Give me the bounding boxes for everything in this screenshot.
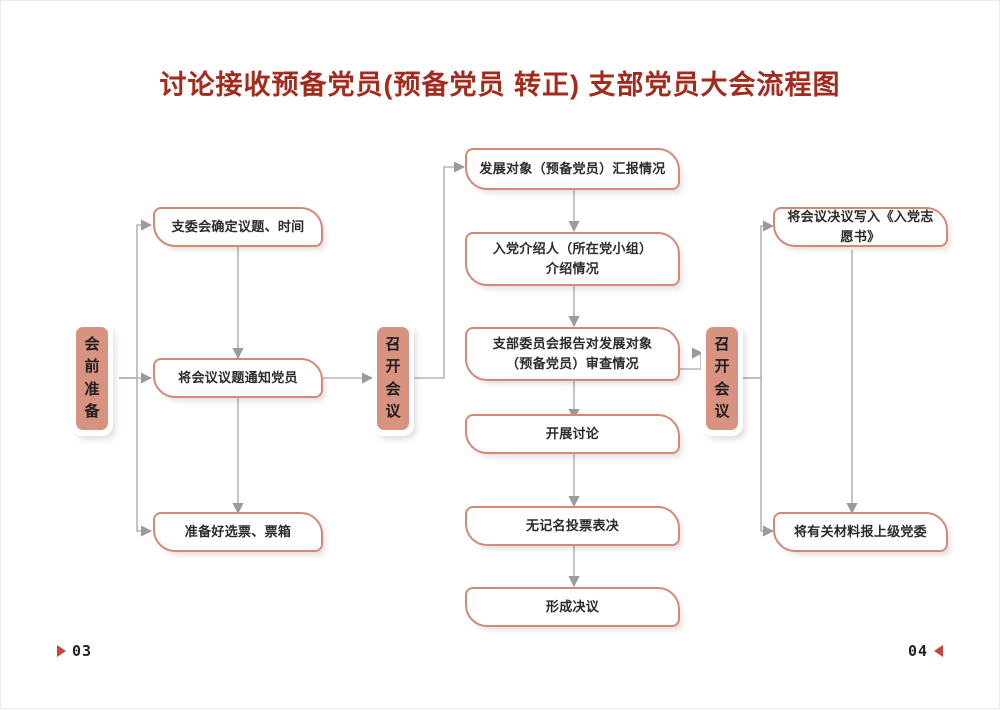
node-line: 开展讨论 xyxy=(545,425,600,441)
node-discussion[interactable]: 开展讨论 xyxy=(465,414,680,454)
node-line: 将会议议题通知党员 xyxy=(178,369,298,385)
page-number-right-value: 04 xyxy=(907,642,928,660)
node-line: 发展对象（预备党员）汇报情况 xyxy=(479,160,666,176)
stage-char: 备 xyxy=(84,402,100,420)
node-set-agenda[interactable]: 支委会确定议题、时间 xyxy=(153,207,323,247)
stage-hold-meeting-right-inner: 召 开 会 议 xyxy=(706,327,738,430)
stage-pre-meeting[interactable]: 会 前 准 备 xyxy=(71,321,113,436)
stage-char: 会 xyxy=(385,380,401,398)
stage-pre-meeting-inner: 会 前 准 备 xyxy=(76,327,108,430)
node-write-resolution[interactable]: 将会议决议写入《入党志愿书》 xyxy=(773,207,948,247)
node-line: 支委会确定议题、时间 xyxy=(171,218,305,234)
node-form-resolution[interactable]: 形成决议 xyxy=(465,587,680,627)
stage-char: 议 xyxy=(714,402,730,420)
node-secret-ballot[interactable]: 无记名投票表决 xyxy=(465,506,680,546)
node-submit-materials[interactable]: 将有关材料报上级党委 xyxy=(773,512,948,552)
stage-char: 会 xyxy=(84,336,100,354)
stage-char: 开 xyxy=(385,358,401,376)
node-introducer-report[interactable]: 入党介绍人（所在党小组） 介绍情况 xyxy=(465,232,680,286)
node-line: 将有关材料报上级党委 xyxy=(793,523,927,539)
page-number-right: 04 xyxy=(908,642,943,660)
node-line: 形成决议 xyxy=(545,598,600,614)
node-candidate-report[interactable]: 发展对象（预备党员）汇报情况 xyxy=(465,148,680,190)
page-title: 讨论接收预备党员(预备党员 转正) 支部党员大会流程图 xyxy=(159,70,841,100)
page-number-left-value: 03 xyxy=(72,642,93,660)
node-line: 介绍情况 xyxy=(545,261,600,276)
node-line: 将会议决议写入《入党志愿书》 xyxy=(787,208,934,244)
stage-char: 会 xyxy=(714,380,730,398)
stage-hold-meeting-left[interactable]: 召 开 会 议 xyxy=(372,321,414,436)
triangle-right-icon xyxy=(57,645,66,657)
node-line: 准备好选票、票箱 xyxy=(184,523,292,539)
stage-char: 议 xyxy=(385,402,401,420)
node-notify-members[interactable]: 将会议议题通知党员 xyxy=(153,358,323,398)
node-line: 入党介绍人（所在党小组） xyxy=(492,240,653,256)
triangle-left-icon xyxy=(934,645,943,657)
node-prepare-ballots[interactable]: 准备好选票、票箱 xyxy=(153,512,323,552)
stage-char: 前 xyxy=(84,358,100,376)
node-line: 无记名投票表决 xyxy=(525,517,620,533)
stage-char: 开 xyxy=(714,358,730,376)
node-line: （预备党员）审查情况 xyxy=(505,356,639,371)
page-number-left: 03 xyxy=(57,642,92,660)
node-line: 支部委员会报告对发展对象 xyxy=(492,335,653,351)
stage-char: 召 xyxy=(714,336,730,354)
stage-hold-meeting-right[interactable]: 召 开 会 议 xyxy=(701,321,743,436)
stage-char: 准 xyxy=(84,380,100,398)
stage-hold-meeting-left-inner: 召 开 会 议 xyxy=(377,327,409,430)
node-committee-review[interactable]: 支部委员会报告对发展对象 （预备党员）审查情况 xyxy=(465,327,680,381)
stage-char: 召 xyxy=(385,336,401,354)
